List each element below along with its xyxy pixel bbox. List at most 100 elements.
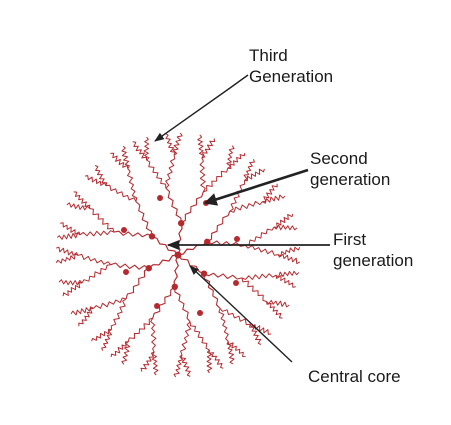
terminal-branch <box>273 213 294 228</box>
label-core-line1: Central core <box>308 367 401 386</box>
terminal-branch <box>275 270 300 278</box>
terminal-branch <box>266 299 290 308</box>
terminal-branch <box>172 132 183 156</box>
generation-3-branch <box>105 184 137 202</box>
terminal-branch <box>66 202 90 211</box>
generation-2-branch <box>135 201 153 237</box>
terminal-branch <box>201 138 216 159</box>
terminal-branch <box>56 246 79 256</box>
generation-2-node <box>233 280 239 286</box>
generation-2-branch <box>152 286 176 319</box>
terminal-branch <box>58 279 83 286</box>
terminal-branch <box>273 224 298 231</box>
terminal-branch <box>110 341 129 358</box>
generation-2-branch <box>113 230 153 238</box>
core-branch <box>177 223 183 256</box>
terminal-branch <box>262 194 286 204</box>
label-third-line2: Generation <box>249 67 334 86</box>
terminal-branch <box>266 301 283 319</box>
generation-3-branch <box>165 154 176 189</box>
terminal-branch <box>94 165 108 186</box>
generation-2-branch <box>203 273 221 309</box>
arrow-third-generation <box>154 74 249 142</box>
generation-3-branch <box>79 230 115 237</box>
central-core-node <box>174 251 182 259</box>
generation-3-branch <box>127 317 153 342</box>
terminal-branch <box>277 253 301 265</box>
generation-3-branch <box>89 208 115 233</box>
label-second-generation: Second generation <box>310 148 390 190</box>
generation-3-branch <box>146 159 167 189</box>
generation-3-branch <box>127 168 138 202</box>
generation-3-branch <box>189 321 210 351</box>
terminal-branch <box>73 191 91 209</box>
generation-3-branch <box>244 244 279 256</box>
core-branch <box>173 254 179 287</box>
terminal-branch <box>262 183 278 203</box>
label-first-line2: generation <box>333 251 414 270</box>
terminal-branch <box>173 354 184 378</box>
terminal-branch <box>277 246 301 257</box>
generation-3-branch <box>180 321 192 356</box>
generation-3-branch <box>245 226 275 246</box>
terminal-branch <box>70 306 94 316</box>
generation-3-branch <box>110 298 127 330</box>
generation-3-branch <box>81 264 111 284</box>
generation-3-branch <box>219 308 251 326</box>
generation-3-branch <box>93 297 127 309</box>
label-third-line1: Third <box>249 46 288 65</box>
terminal-branch <box>208 349 224 369</box>
terminal-branch <box>206 349 213 374</box>
generation-2-node <box>121 227 127 233</box>
core-branch <box>148 254 179 269</box>
generation-3-branch <box>77 253 112 266</box>
label-second-line1: Second <box>310 149 368 168</box>
generation-3-branch <box>203 168 229 193</box>
generation-2-node <box>197 310 203 316</box>
terminal-branch <box>56 232 81 240</box>
terminal-branch <box>140 351 155 372</box>
terminal-branch <box>244 168 265 182</box>
arrow-second-generation <box>203 168 309 206</box>
terminal-branch <box>78 307 94 327</box>
terminal-branch <box>84 175 107 186</box>
terminal-branch <box>110 152 129 169</box>
terminal-branch <box>275 275 296 288</box>
label-second-line2: generation <box>310 170 391 189</box>
terminal-branch <box>197 134 204 159</box>
label-third-generation: Third Generation <box>249 45 333 87</box>
generation-2-branch <box>180 191 204 224</box>
terminal-branch <box>243 159 255 181</box>
terminal-branch <box>226 145 235 169</box>
terminal-branch <box>91 328 112 342</box>
terminal-branch <box>151 351 159 376</box>
label-central-core: Central core <box>308 366 401 387</box>
generation-3-branch <box>229 180 246 212</box>
terminal-branch <box>143 136 150 161</box>
generation-2-branch <box>174 286 191 323</box>
generation-2-node <box>123 269 129 275</box>
terminal-branch <box>101 329 112 351</box>
core-branch <box>177 254 205 275</box>
core-branch <box>151 235 179 256</box>
generation-3-branch <box>241 277 267 302</box>
terminal-branch <box>121 145 130 169</box>
label-first-generation: First generation <box>333 229 413 271</box>
terminal-branch <box>132 141 147 161</box>
terminal-branch <box>249 324 262 345</box>
terminal-branch <box>180 354 191 377</box>
generation-2-branch <box>125 267 150 300</box>
generation-2-branch <box>110 262 150 270</box>
terminal-branch <box>121 341 131 365</box>
generation-3-branch <box>199 157 206 193</box>
generation-2-branch <box>206 210 231 243</box>
terminal-branch <box>62 281 83 297</box>
core-branch <box>177 241 208 256</box>
label-first-line1: First <box>333 230 367 249</box>
terminal-branch <box>227 152 246 169</box>
generation-2-node <box>157 195 163 201</box>
arrow-central-core <box>189 265 293 363</box>
generation-3-branch <box>150 317 157 353</box>
generation-2-node <box>154 303 160 309</box>
